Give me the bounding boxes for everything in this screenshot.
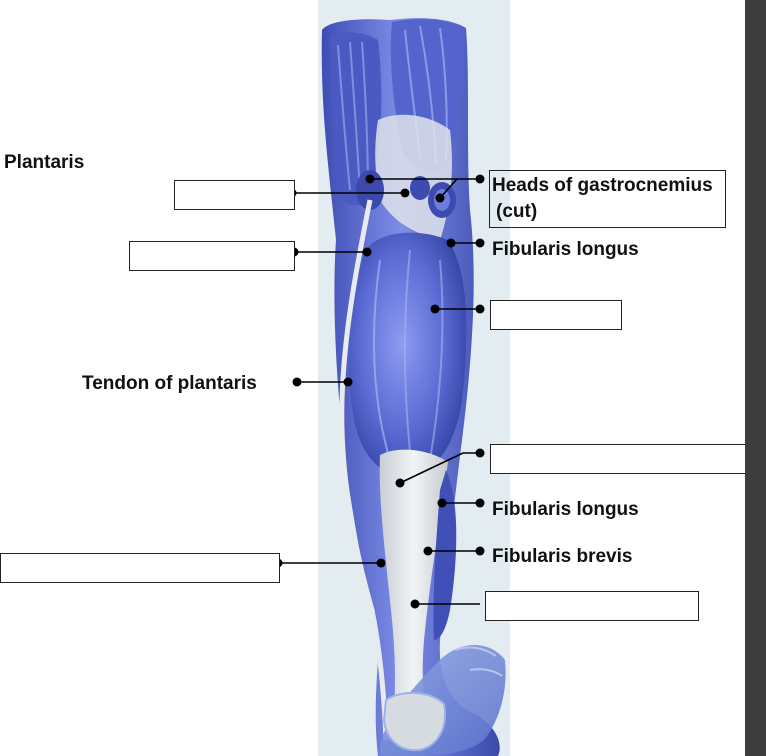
blank-answer-box[interactable] [129,241,295,271]
label-fibularis-brevis: Fibularis brevis [492,546,633,567]
leader-dots [273,174,485,609]
blank-answer-box[interactable] [174,180,295,210]
calcaneal-tendon [379,449,448,740]
label-fibularis-longus-lower: Fibularis longus [492,499,639,520]
blank-answer-box[interactable] [490,444,748,474]
heads-gastrocnemius-frame [489,170,726,228]
label-plantaris: Plantaris [4,152,85,173]
label-fibularis-longus-upper: Fibularis longus [492,239,639,260]
blank-answer-box[interactable] [490,300,622,330]
plantaris-tendon [339,199,389,741]
heel [382,691,446,752]
blank-answer-box[interactable] [485,591,699,621]
label-heads-gastrocnemius-cut: (cut) [496,201,538,222]
label-heads-gastrocnemius: Heads of gastrocnemius [492,175,713,196]
label-tendon-of-plantaris: Tendon of plantaris [82,373,257,394]
fibularis-muscles [433,470,457,640]
blank-answer-box[interactable] [0,553,280,583]
window-edge-bar [745,0,766,756]
